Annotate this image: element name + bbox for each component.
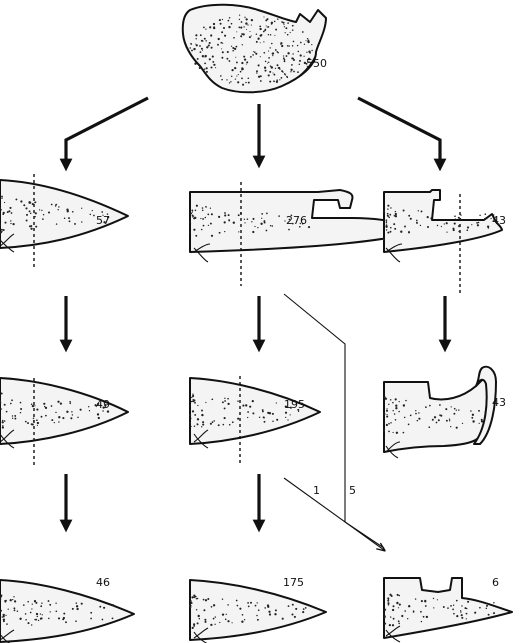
tip-pointed-r2c1 [0,377,129,468]
count-r3c1: 46 [96,576,110,589]
count-r1c1: 57 [96,214,110,227]
tip-pointed-r1c1 [0,174,129,270]
tip-curled-hook-r2c3 [383,365,497,459]
branch-arrows [59,96,447,172]
tip-notched-r3c3 [383,577,513,643]
flow-label-5: 5 [349,484,356,497]
tip-pointed-r2c2 [189,376,321,466]
count-r3c3: 6 [492,576,499,589]
column-arrows [59,296,452,533]
count-r2c3: 43 [492,396,506,409]
count-r2c2: 195 [284,398,305,411]
source-blob: 550 [181,3,327,94]
count-r1c2: 276 [286,214,307,227]
tip-pointed-r3c1 [0,579,135,643]
count-r2c1: 49 [96,398,110,411]
count-r1c3: 43 [492,214,506,227]
tip-pointed-r3c2 [188,579,327,643]
source-count: 550 [306,57,327,70]
tip-notched-r1c2 [189,182,427,286]
blob-shape-icon [181,3,327,94]
flow-label-1: 1 [313,484,320,497]
count-r3c2: 175 [283,576,304,589]
cross-flow-lines: 1 5 [283,293,384,550]
tip-deep-notch-r1c3 [382,189,503,296]
